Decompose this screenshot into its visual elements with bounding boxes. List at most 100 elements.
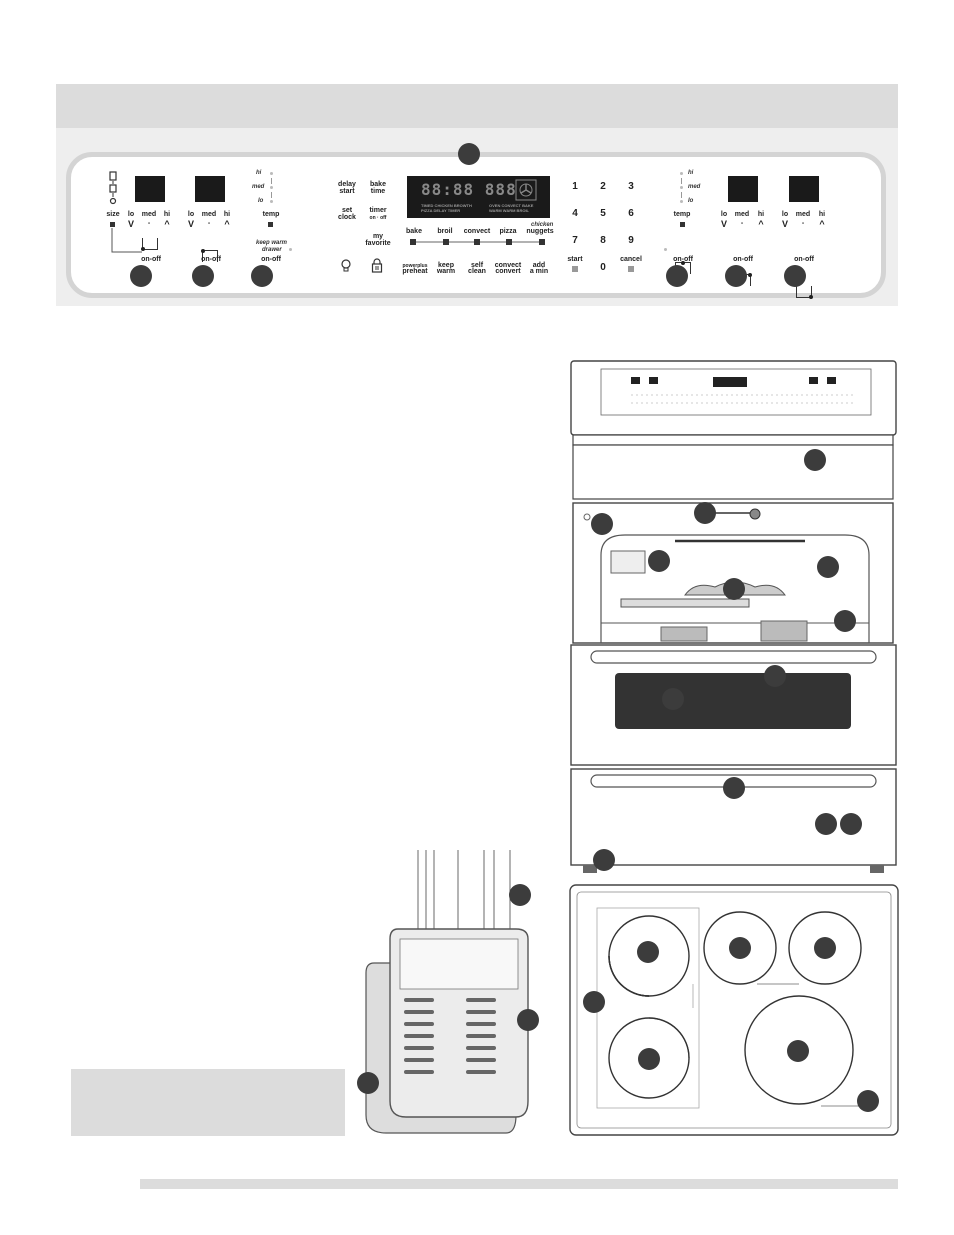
burner-right-front-icon <box>796 286 813 299</box>
increase-button[interactable]: ^ <box>224 219 230 229</box>
broiler-slot <box>404 998 434 1002</box>
my-favorite-button[interactable]: my <box>372 233 384 240</box>
keypad-4[interactable]: 4 <box>572 208 578 219</box>
lo-label: lo <box>720 211 728 218</box>
broiler-slot <box>466 1058 496 1062</box>
med-label: med <box>795 211 811 218</box>
keypad-7[interactable]: 7 <box>572 235 578 246</box>
broil-button[interactable]: broil <box>437 228 453 235</box>
on-off-button-3[interactable]: on-off <box>261 256 281 263</box>
lock-icon[interactable] <box>371 258 383 273</box>
set-clock-button[interactable]: set <box>341 207 353 214</box>
chicken-nuggets-button[interactable]: chicken <box>531 222 554 228</box>
bake-time-button[interactable]: bake <box>370 181 386 188</box>
callout-marker <box>723 777 745 799</box>
cooktop-top-view <box>569 884 899 1136</box>
element-led <box>664 248 667 251</box>
convect-convert-button[interactable]: convect <box>494 262 522 269</box>
bake-time-label-2: time <box>370 188 386 195</box>
keypad-2[interactable]: 2 <box>600 181 606 192</box>
callout-marker <box>804 449 826 471</box>
callout-marker <box>834 610 856 632</box>
increase-button[interactable]: ^ <box>164 219 170 229</box>
keypad-6[interactable]: 6 <box>628 208 634 219</box>
keep-warm-button[interactable]: keep <box>438 262 454 269</box>
self-clean-button[interactable]: self <box>470 262 484 269</box>
cancel-button[interactable]: cancel <box>620 256 642 263</box>
temp-label: temp <box>262 211 280 218</box>
convect-button[interactable]: convect <box>463 228 491 235</box>
keypad-3[interactable]: 3 <box>628 181 634 192</box>
med-level-label: med <box>252 184 265 190</box>
broiler-slot <box>404 1046 434 1050</box>
level-led <box>680 172 683 175</box>
keypad-5[interactable]: 5 <box>600 208 606 219</box>
display-digits: 88:88 888 <box>421 180 517 199</box>
callout-marker <box>662 688 684 710</box>
size-button[interactable] <box>110 222 115 227</box>
timer-button[interactable]: timer <box>369 207 387 214</box>
level-tick <box>681 178 682 184</box>
callout-marker <box>458 143 480 165</box>
add-a-min-button[interactable]: add <box>532 262 546 269</box>
decrease-button[interactable]: V <box>720 219 727 229</box>
temp-label: temp <box>673 211 691 218</box>
level-tick <box>681 192 682 198</box>
keypad-0[interactable]: 0 <box>600 262 606 273</box>
broiler-pan-illustration <box>365 850 529 1134</box>
convert-label: convert <box>495 268 521 275</box>
temp-button[interactable] <box>680 222 685 227</box>
element-display-right-rear <box>728 176 758 202</box>
callout-marker <box>694 502 716 524</box>
note-box <box>71 1069 345 1136</box>
lo-label: lo <box>781 211 789 218</box>
burner-left-rear-icon <box>201 249 218 262</box>
callout-marker <box>787 1040 809 1062</box>
display-status-row2: PIZZA DELAY TIMER <box>421 208 461 213</box>
element-display-left-front <box>195 176 225 202</box>
hi-level-label: hi <box>688 170 694 176</box>
broiler-slot <box>466 1010 496 1014</box>
callout-marker <box>130 265 152 287</box>
on-off-button-2[interactable]: on-off <box>201 256 221 263</box>
on-off-button-4[interactable]: on-off <box>673 256 693 263</box>
keypad-1[interactable]: 1 <box>572 181 578 192</box>
lo-level-label: lo <box>258 198 264 204</box>
keypad-9[interactable]: 9 <box>628 235 634 246</box>
callout-marker <box>729 937 751 959</box>
callout-marker <box>666 265 688 287</box>
range-front-illustration <box>570 360 897 873</box>
bake-button[interactable]: bake <box>406 228 422 235</box>
start-button[interactable]: start <box>567 256 583 263</box>
broiler-slot <box>404 1070 434 1074</box>
on-off-button-6[interactable]: on-off <box>794 256 814 263</box>
timer-label-2: on · off <box>369 215 387 221</box>
display-status-row3: OVEN CONVECT BAKE <box>489 203 534 208</box>
callout-marker <box>251 265 273 287</box>
light-bulb-icon[interactable] <box>340 259 352 273</box>
on-off-button-5[interactable]: on-off <box>733 256 753 263</box>
temp-button[interactable] <box>268 222 273 227</box>
powerplus-preheat-button[interactable]: powerplus <box>402 263 428 269</box>
keypad-8[interactable]: 8 <box>600 235 606 246</box>
decrease-button[interactable]: V <box>127 219 134 229</box>
callout-marker <box>638 1048 660 1070</box>
set-clock-label-2: clock <box>338 214 356 221</box>
callout-marker <box>814 937 836 959</box>
display-status-row1: TIMED CHICKEN BROWTH <box>421 203 472 208</box>
increase-button[interactable]: ^ <box>758 219 764 229</box>
burner-size-icon <box>107 170 119 213</box>
on-off-button-1[interactable]: on-off <box>141 256 161 263</box>
increase-button[interactable]: ^ <box>819 219 825 229</box>
decrease-button[interactable]: V <box>781 219 788 229</box>
delay-start-label-2: start <box>339 188 355 195</box>
pizza-button[interactable]: pizza <box>499 228 517 235</box>
decrease-button[interactable]: V <box>187 219 194 229</box>
level-led <box>270 186 273 189</box>
keep-warm-drawer-label: keep warm <box>256 240 288 246</box>
delay-start-button[interactable]: delay <box>338 181 356 188</box>
med-level-label: med <box>688 184 701 190</box>
callout-marker <box>583 991 605 1013</box>
hi-label: hi <box>223 211 231 218</box>
med-label: med <box>141 211 157 218</box>
